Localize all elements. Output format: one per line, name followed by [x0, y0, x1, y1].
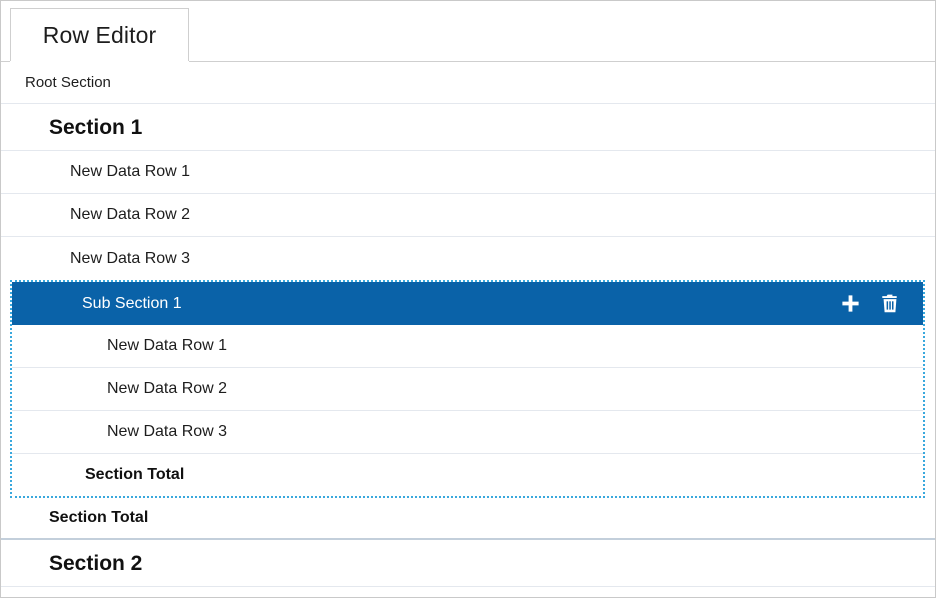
add-row-button[interactable] [839, 293, 861, 315]
row-label: New Data Row 3 [107, 423, 228, 440]
row-actions [839, 293, 917, 315]
row-label: Section Total [85, 466, 185, 483]
row-label: Section 2 [49, 551, 143, 575]
list-item-data-row[interactable]: New Data Row 3 [12, 411, 923, 454]
list-item-data-row[interactable]: New Data Row 2 [12, 368, 923, 411]
row-list: Root Section Section 1 New Data Row 1 Ne… [1, 62, 935, 597]
row-label: New Data Row 2 [70, 206, 191, 223]
list-item-data-row[interactable]: New Data Row 3 [1, 237, 935, 280]
tab-row-editor[interactable]: Row Editor [10, 8, 189, 62]
row-label: New Data Row 1 [70, 163, 191, 180]
list-item-section-total[interactable]: Section Total [1, 498, 935, 540]
list-bottom-spacer [1, 587, 935, 597]
row-label: Root Section [25, 74, 111, 91]
tab-active-underline [10, 61, 189, 62]
row-label: New Data Row 2 [107, 380, 228, 397]
row-label: Section Total [49, 509, 149, 526]
row-label: Sub Section 1 [82, 294, 182, 312]
row-label: New Data Row 3 [70, 249, 191, 267]
list-item-data-row[interactable]: New Data Row 1 [1, 151, 935, 194]
tab-strip: Row Editor [1, 1, 935, 62]
list-item-data-row[interactable]: New Data Row 1 [12, 325, 923, 368]
list-item-data-row[interactable]: New Data Row 2 [1, 194, 935, 237]
row-label: New Data Row 1 [107, 337, 228, 354]
subsection-group: Sub Section 1 [10, 280, 925, 498]
row-label: Section 1 [49, 115, 143, 139]
list-item-sub-section-1[interactable]: Sub Section 1 [12, 282, 923, 325]
list-item-section-2[interactable]: Section 2 [1, 540, 935, 587]
list-item-section-total[interactable]: Section Total [12, 454, 923, 496]
list-item-root-section[interactable]: Root Section [1, 62, 935, 104]
tab-row-editor-label: Row Editor [42, 22, 157, 48]
list-item-section-1[interactable]: Section 1 [1, 104, 935, 151]
delete-row-button[interactable] [879, 293, 901, 315]
